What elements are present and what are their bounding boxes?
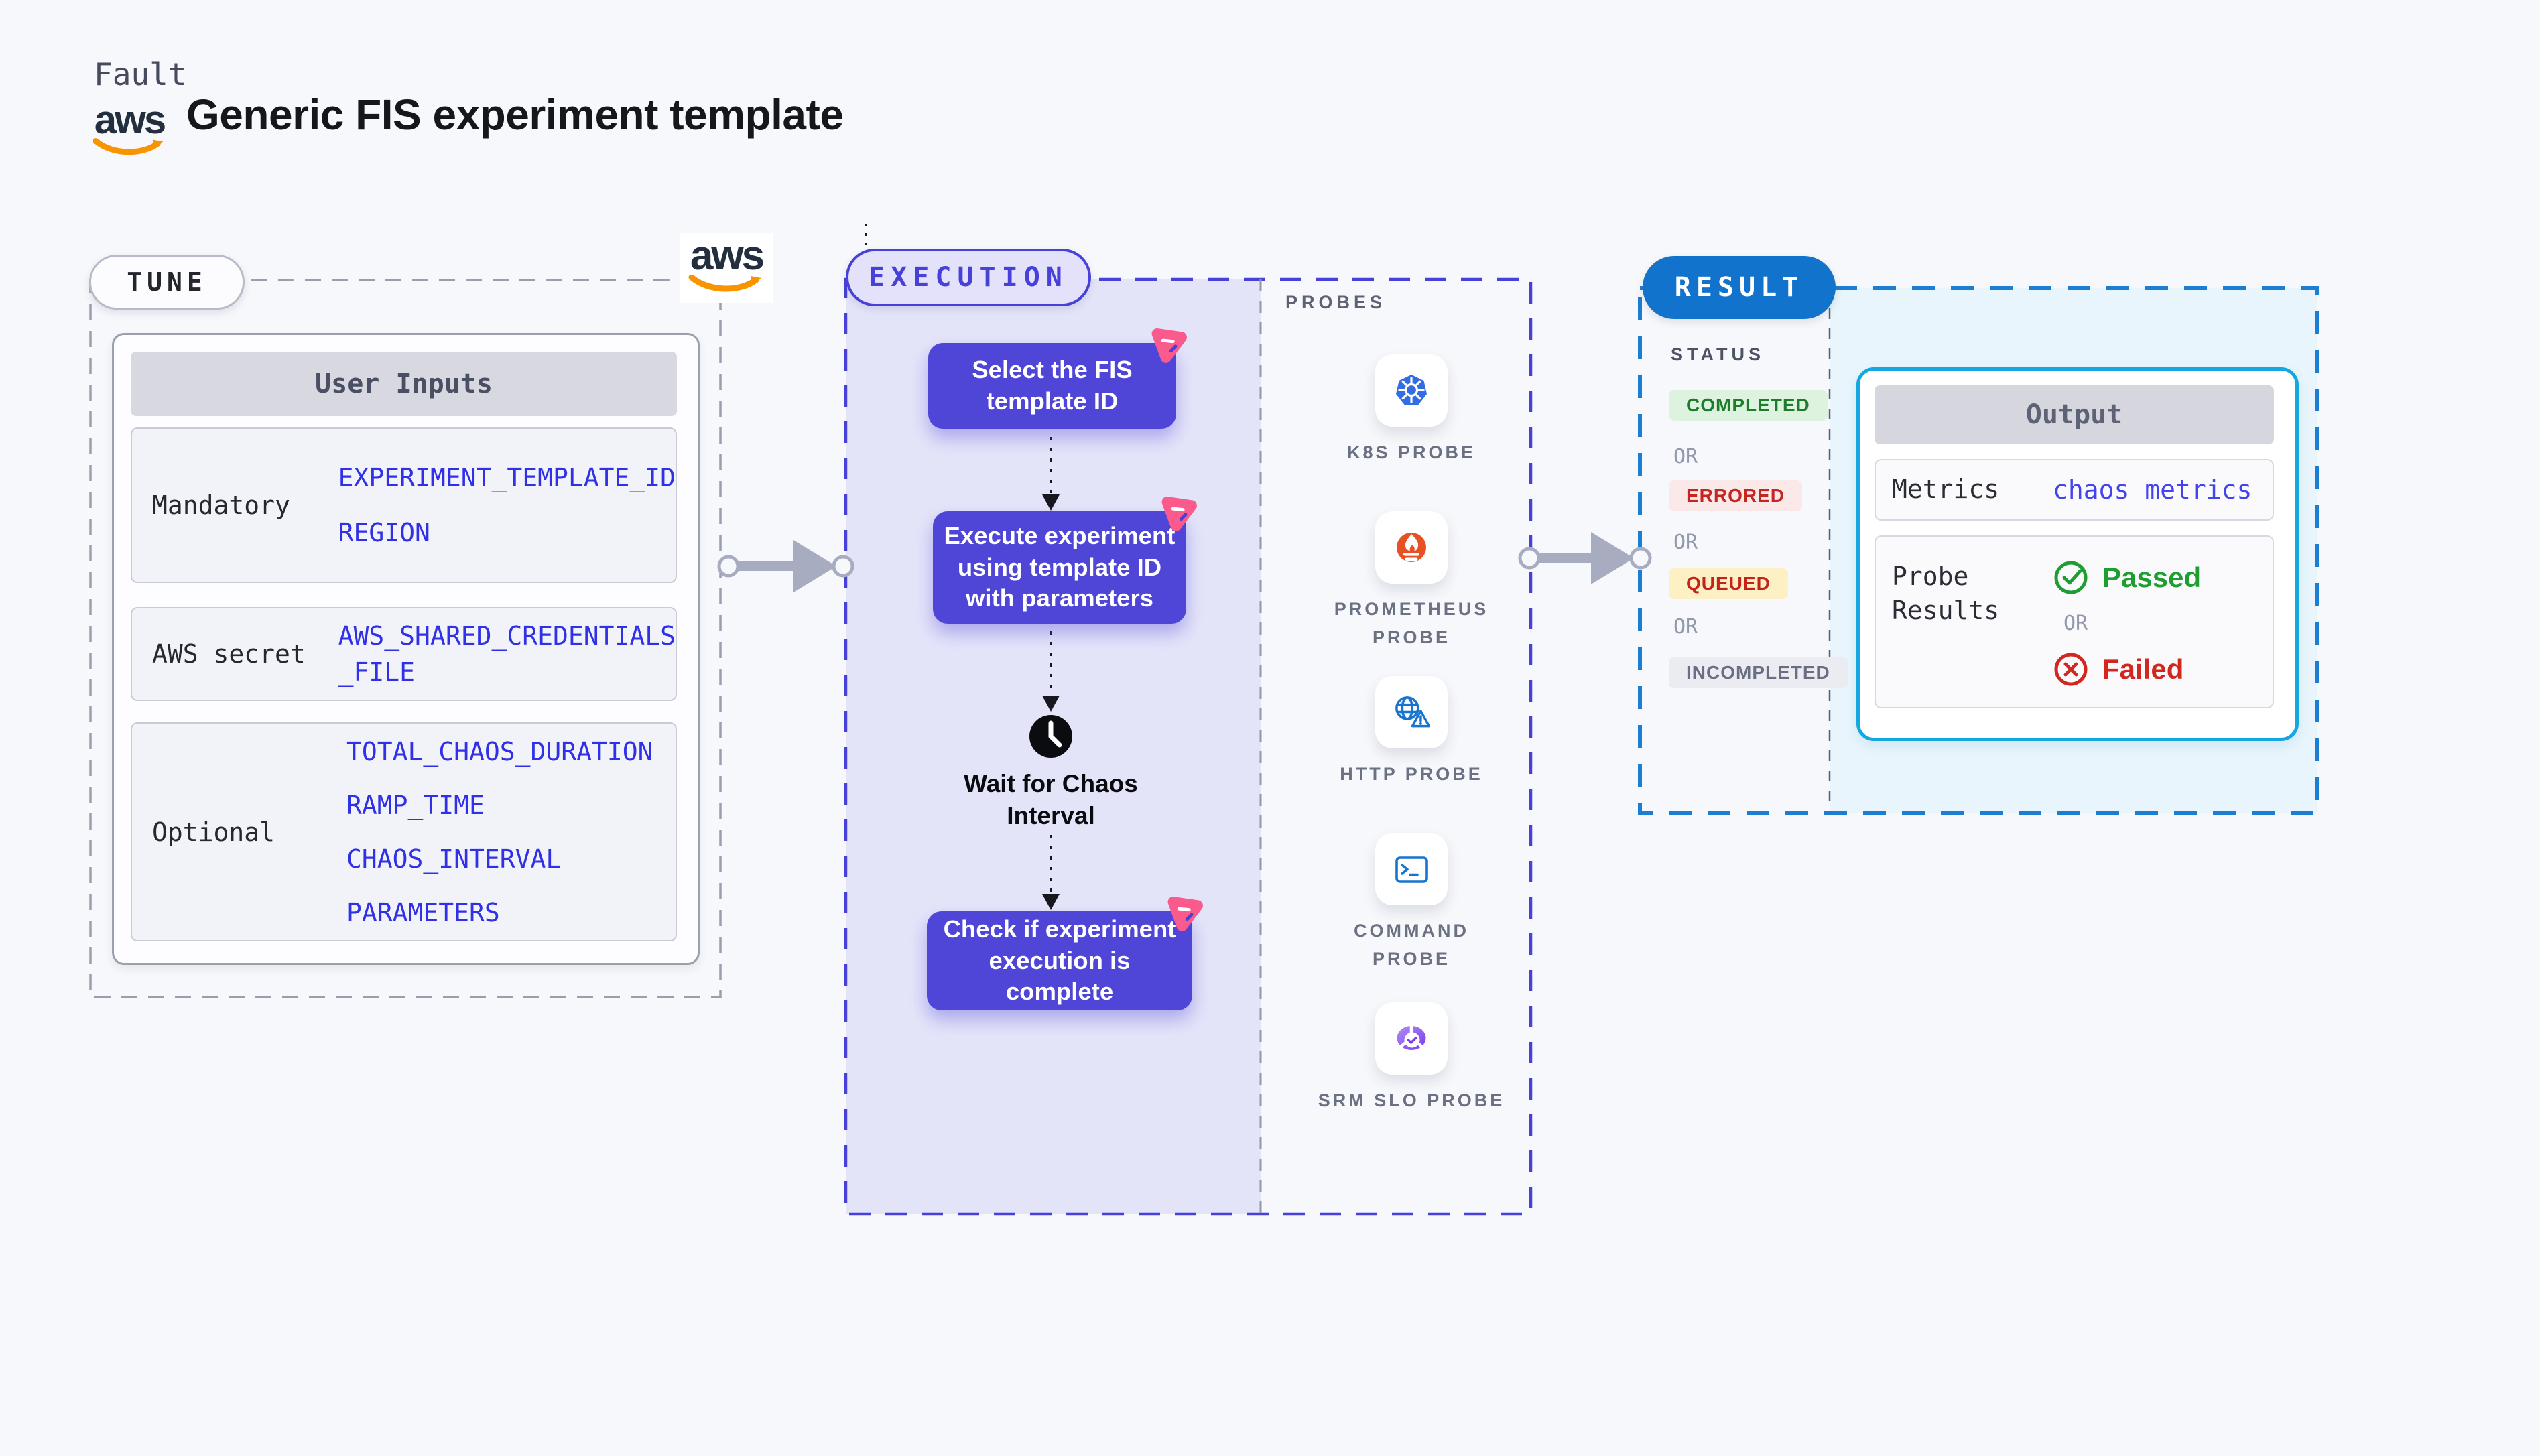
aws-logo-text: aws — [94, 97, 166, 142]
aws-logo: aws — [88, 97, 171, 159]
env-var: _FILE — [338, 657, 416, 687]
terminal-icon — [1395, 856, 1428, 883]
slo-pie-icon — [1397, 1024, 1426, 1050]
metrics-value: chaos metrics — [2053, 475, 2252, 505]
env-var: RAMP_TIME — [346, 790, 485, 820]
row-values: AWS_SHARED_CREDENTIALS _FILE — [338, 608, 676, 700]
row-label: Optional — [152, 817, 275, 847]
output-header: Output — [1875, 385, 2274, 444]
check-circle-icon — [2054, 561, 2088, 594]
row-label: AWS secret — [152, 639, 306, 669]
litmus-chaos-icon — [1167, 896, 1203, 931]
status-badge-incompleted: INCOMPLETED — [1669, 657, 1848, 688]
aws-logo-text: aws — [690, 233, 765, 279]
user-inputs-card: User Inputs Mandatory EXPERIMENT_TEMPLAT… — [112, 333, 700, 965]
probe-label: SRM SLO PROBE — [1318, 1090, 1505, 1110]
prometheus-icon — [1397, 533, 1426, 562]
table-row-optional: Optional TOTAL_CHAOS_DURATION RAMP_TIME … — [131, 722, 677, 941]
probe-card-k8s — [1375, 354, 1448, 427]
eyebrow-label: Fault — [94, 56, 187, 92]
env-var: PARAMETERS — [346, 897, 500, 927]
wait-step-label: Wait for Chaos Interval — [964, 770, 1138, 830]
env-var: REGION — [338, 518, 430, 547]
result-badge: RESULT — [1643, 256, 1836, 319]
probe-label: COMMAND PROBE — [1354, 921, 1469, 969]
passed-label: Passed — [2102, 561, 2202, 593]
http-globe-icon — [1395, 696, 1431, 728]
tune-to-execution-arrow — [717, 540, 854, 592]
user-inputs-header: User Inputs — [131, 352, 677, 416]
probe-card-prometheus — [1375, 511, 1448, 584]
output-row-probe-results: Probe Results Passed OR Faile — [1875, 535, 2274, 708]
env-var: AWS_SHARED_CREDENTIALS — [338, 621, 676, 651]
step-text: Execute experiment using template ID wit… — [944, 521, 1176, 612]
or-separator: OR — [1673, 531, 1698, 554]
probe-card-command — [1375, 833, 1448, 905]
output-row-metrics: Metrics chaos metrics — [1875, 459, 2274, 521]
status-section-label: STATUS — [1671, 344, 1765, 365]
failed-verdict: Failed — [2053, 651, 2201, 687]
row-values: TOTAL_CHAOS_DURATION RAMP_TIME CHAOS_INT… — [346, 724, 653, 940]
status-badge-errored: ERRORED — [1669, 480, 1803, 511]
step-check-complete: Check if experiment execution is complet… — [927, 896, 1203, 1010]
probe-card-srm-slo — [1375, 1002, 1448, 1075]
aws-logo-large: aws — [680, 233, 773, 303]
failed-label: Failed — [2102, 653, 2184, 685]
litmus-chaos-icon — [1161, 496, 1197, 531]
step-text: Check if experiment execution is complet… — [943, 915, 1176, 1006]
table-row-mandatory: Mandatory EXPERIMENT_TEMPLATE_ID REGION — [131, 427, 677, 583]
page-title: Generic FIS experiment template — [186, 90, 844, 139]
kubernetes-icon — [1396, 375, 1427, 405]
or-separator: OR — [1673, 615, 1698, 639]
output-card: Output Metrics chaos metrics Probe Resul… — [1856, 367, 2299, 741]
env-var: CHAOS_INTERVAL — [346, 844, 562, 874]
probe-label: K8S PROBE — [1346, 442, 1476, 462]
env-var: EXPERIMENT_TEMPLATE_ID — [338, 463, 676, 492]
or-separator: OR — [2063, 612, 2088, 635]
step-select-template: Select the FIS template ID — [928, 328, 1187, 429]
probe-card-http — [1375, 676, 1448, 748]
status-badge-queued: QUEUED — [1669, 568, 1788, 599]
probe-label: HTTP PROBE — [1340, 764, 1483, 784]
aws-smile-icon — [93, 138, 164, 155]
step-execute-experiment: Execute experiment using template ID wit… — [933, 496, 1197, 624]
metrics-label: Metrics — [1892, 474, 2000, 505]
aws-smile-icon — [688, 274, 761, 292]
env-var: TOTAL_CHAOS_DURATION — [346, 736, 653, 767]
status-badge-completed: COMPLETED — [1669, 390, 1828, 421]
tune-badge: TUNE — [89, 255, 245, 310]
or-separator: OR — [1673, 445, 1698, 468]
probe-results-verdicts: Passed OR Failed — [2053, 559, 2201, 687]
clock-icon — [1029, 715, 1072, 758]
step-text: Select the FIS template ID — [972, 356, 1133, 415]
probe-results-label: Probe Results — [1892, 561, 2000, 626]
execution-badge: EXECUTION — [846, 249, 1091, 306]
passed-verdict: Passed — [2053, 559, 2201, 596]
execution-to-result-arrow — [1518, 532, 1652, 584]
probe-label: PROMETHEUS PROBE — [1334, 599, 1489, 647]
probes-section-label: PROBES — [1285, 292, 1387, 312]
x-circle-icon — [2054, 653, 2088, 686]
table-row-aws-secret: AWS secret AWS_SHARED_CREDENTIALS _FILE — [131, 607, 677, 701]
row-label: Mandatory — [152, 490, 290, 520]
row-values: EXPERIMENT_TEMPLATE_ID REGION — [338, 429, 676, 582]
litmus-chaos-icon — [1151, 328, 1187, 363]
